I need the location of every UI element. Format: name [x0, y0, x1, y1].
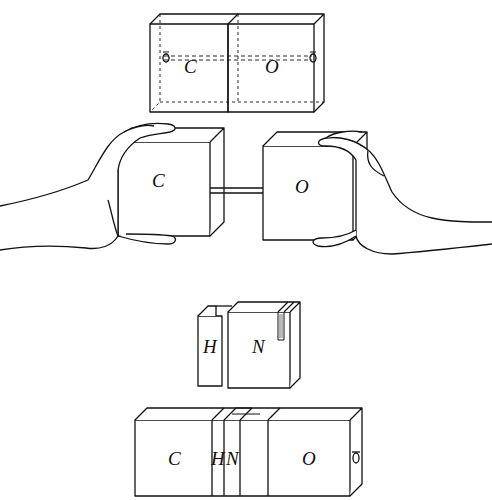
block-letter: C: [168, 449, 181, 468]
hn-pieces: [198, 302, 300, 388]
co-cubes-joined: [150, 14, 324, 112]
block-letter: C: [184, 57, 197, 76]
block-letter: O: [302, 449, 316, 468]
block-letter: N: [252, 337, 265, 356]
block-letter: H: [203, 337, 217, 356]
right-hand: [313, 131, 492, 254]
chno-assembly: [135, 408, 362, 496]
left-hand: [0, 123, 175, 250]
block-letter: C: [152, 171, 165, 190]
block-letter: O: [295, 177, 309, 196]
block-letter: H: [211, 449, 225, 468]
block-letter: O: [265, 57, 279, 76]
block-letter: N: [226, 449, 239, 468]
